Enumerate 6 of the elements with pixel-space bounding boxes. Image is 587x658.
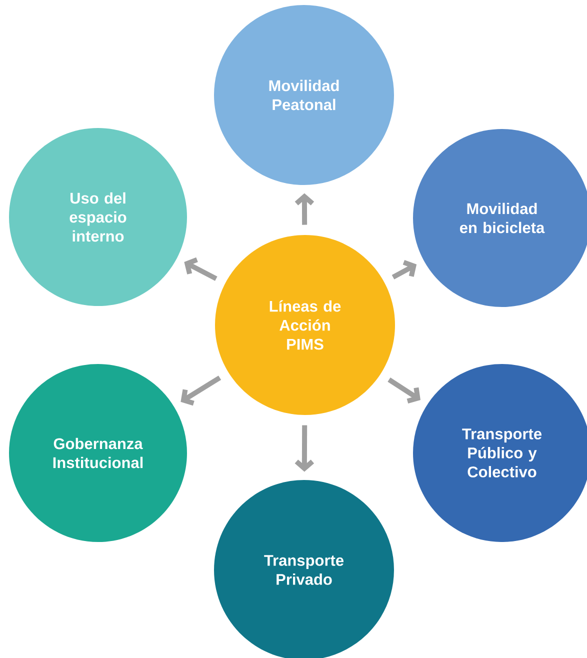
arrow: [388, 378, 420, 404]
arrow: [294, 193, 314, 225]
arrow: [184, 257, 218, 281]
arrow: [180, 376, 222, 406]
arrow: [392, 260, 417, 280]
arrow: [294, 425, 314, 472]
